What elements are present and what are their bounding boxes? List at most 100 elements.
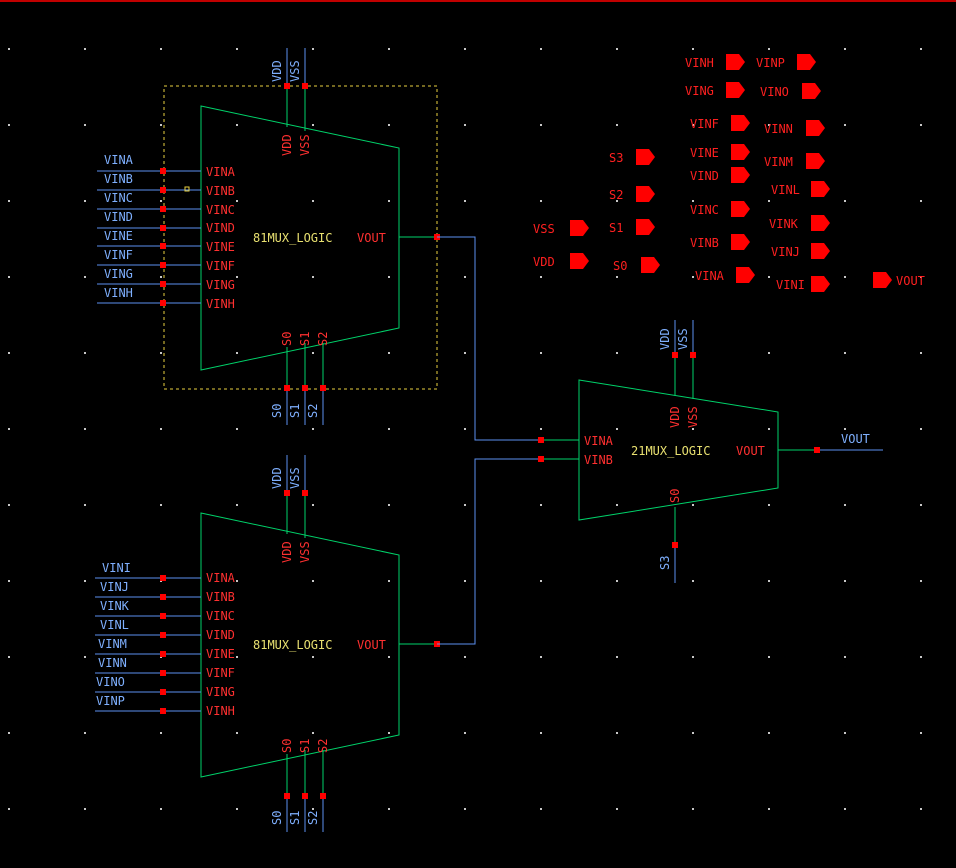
net-label-vinh: VINH — [104, 286, 133, 300]
pin-arrow-icon[interactable] — [641, 257, 660, 273]
grid-dots — [8, 48, 922, 810]
grid-dot — [540, 428, 542, 430]
pin-arrow-icon[interactable] — [802, 83, 821, 99]
grid-dot — [844, 48, 846, 50]
grid-dot — [844, 504, 846, 506]
pin-arrow-icon[interactable] — [731, 201, 750, 217]
grid-dot — [8, 656, 10, 658]
grid-dot — [768, 504, 770, 506]
grid-dot — [464, 732, 466, 734]
grid-dot — [540, 656, 542, 658]
pin-label-s3: S3 — [609, 151, 623, 165]
pin-arrow-icon[interactable] — [811, 215, 830, 231]
net-label-s3: S3 — [658, 556, 672, 570]
grid-dot — [616, 732, 618, 734]
grid-dot — [8, 124, 10, 126]
pin-label-vinm: VINM — [764, 155, 793, 169]
grid-dot — [768, 276, 770, 278]
mux8-top-vout-pin-label: VOUT — [357, 231, 386, 245]
net-label-vinm: VINM — [98, 637, 127, 651]
pin-arrow-icon[interactable] — [811, 181, 830, 197]
grid-dot — [920, 732, 922, 734]
pin-arrow-icon[interactable] — [726, 82, 745, 98]
grid-dot — [768, 580, 770, 582]
grid-dot — [616, 808, 618, 810]
grid-dot — [692, 656, 694, 658]
pin-arrow-icon[interactable] — [731, 144, 750, 160]
mux8-top-pin-ving: VING — [206, 278, 235, 292]
pin-label-ving: VING — [685, 84, 714, 98]
grid-dot — [844, 732, 846, 734]
mux8-top-instance[interactable]: 81MUX_LOGIC VOUT VINA VINB VINC VIND VIN… — [97, 48, 440, 425]
grid-dot — [84, 48, 86, 50]
pin-arrow-icon[interactable] — [731, 167, 750, 183]
net-label-vind: VIND — [104, 210, 133, 224]
net-label-vinc: VINC — [104, 191, 133, 205]
grid-dot — [540, 732, 542, 734]
grid-dot — [312, 48, 314, 50]
pin-arrow-icon[interactable] — [811, 243, 830, 259]
grid-dot — [388, 200, 390, 202]
net-label-s2-bottom: S2 — [306, 811, 320, 825]
mux8-bottom-pin-vinb: VINB — [206, 590, 235, 604]
grid-dot — [236, 200, 238, 202]
grid-dot — [844, 808, 846, 810]
io-pin-group[interactable]: VSS VDD S3 S2 S1 S0 VINH VING VINF VINE … — [533, 54, 925, 292]
mux8-bottom-instance[interactable]: 81MUX_LOGIC VOUT VINA VINB VINC VIND VIN… — [95, 455, 440, 832]
pin-arrow-icon[interactable] — [811, 276, 830, 292]
grid-dot — [464, 428, 466, 430]
pin-arrow-icon[interactable] — [636, 186, 655, 202]
grid-dot — [388, 656, 390, 658]
grid-dot — [540, 48, 542, 50]
grid-dot — [388, 580, 390, 582]
grid-dot — [236, 504, 238, 506]
grid-dot — [84, 732, 86, 734]
pin-label-vink: VINK — [769, 217, 799, 231]
pin-arrow-icon[interactable] — [726, 54, 745, 70]
pin-arrow-icon[interactable] — [570, 220, 589, 236]
grid-dot — [692, 732, 694, 734]
pin-arrow-icon[interactable] — [636, 219, 655, 235]
pin-label-vine: VINE — [690, 146, 719, 160]
pin-arrow-icon[interactable] — [736, 267, 755, 283]
pin-arrow-icon[interactable] — [806, 153, 825, 169]
mux2-pin-vina: VINA — [584, 434, 614, 448]
grid-dot — [768, 352, 770, 354]
mux2-instance[interactable]: 21MUX_LOGIC VOUT VINA VINB VOUT VDD VSS … — [538, 320, 883, 583]
pin-arrow-icon[interactable] — [636, 149, 655, 165]
grid-dot — [464, 580, 466, 582]
grid-dot — [8, 352, 10, 354]
mux8-bottom-pin-vinc: VINC — [206, 609, 235, 623]
mux8-top-pin-vinf: VINF — [206, 259, 235, 273]
pin-arrow-icon[interactable] — [731, 115, 750, 131]
mux8-bottom-pin-s1: S1 — [298, 739, 312, 753]
mux8-bottom-body[interactable] — [200, 512, 400, 778]
pin-arrow-icon[interactable] — [797, 54, 816, 70]
mux8-bottom-cell-name: 81MUX_LOGIC — [253, 638, 332, 652]
mux8-top-body[interactable] — [200, 105, 400, 371]
mux2-body[interactable] — [578, 379, 779, 521]
pin-arrow-icon[interactable] — [570, 253, 589, 269]
grid-dot — [540, 580, 542, 582]
grid-dot — [8, 48, 10, 50]
grid-dot — [236, 124, 238, 126]
grid-dot — [84, 276, 86, 278]
net-label-vss-top: VSS — [288, 60, 302, 82]
mux2-pin-vss: VSS — [686, 406, 700, 428]
net-label-vink: VINK — [100, 599, 130, 613]
pin-arrow-icon[interactable] — [806, 120, 825, 136]
net-label-vout: VOUT — [841, 432, 870, 446]
interconnect-wires[interactable] — [437, 236, 541, 645]
grid-dot — [84, 352, 86, 354]
pin-arrow-icon[interactable] — [731, 234, 750, 250]
grid-dot — [312, 200, 314, 202]
grid-dot — [236, 48, 238, 50]
grid-dot — [692, 124, 694, 126]
pin-arrow-icon[interactable] — [873, 272, 892, 288]
grid-dot — [8, 200, 10, 202]
grid-dot — [540, 124, 542, 126]
grid-dot — [692, 276, 694, 278]
grid-dot — [540, 352, 542, 354]
pin-label-vinh: VINH — [685, 56, 714, 70]
